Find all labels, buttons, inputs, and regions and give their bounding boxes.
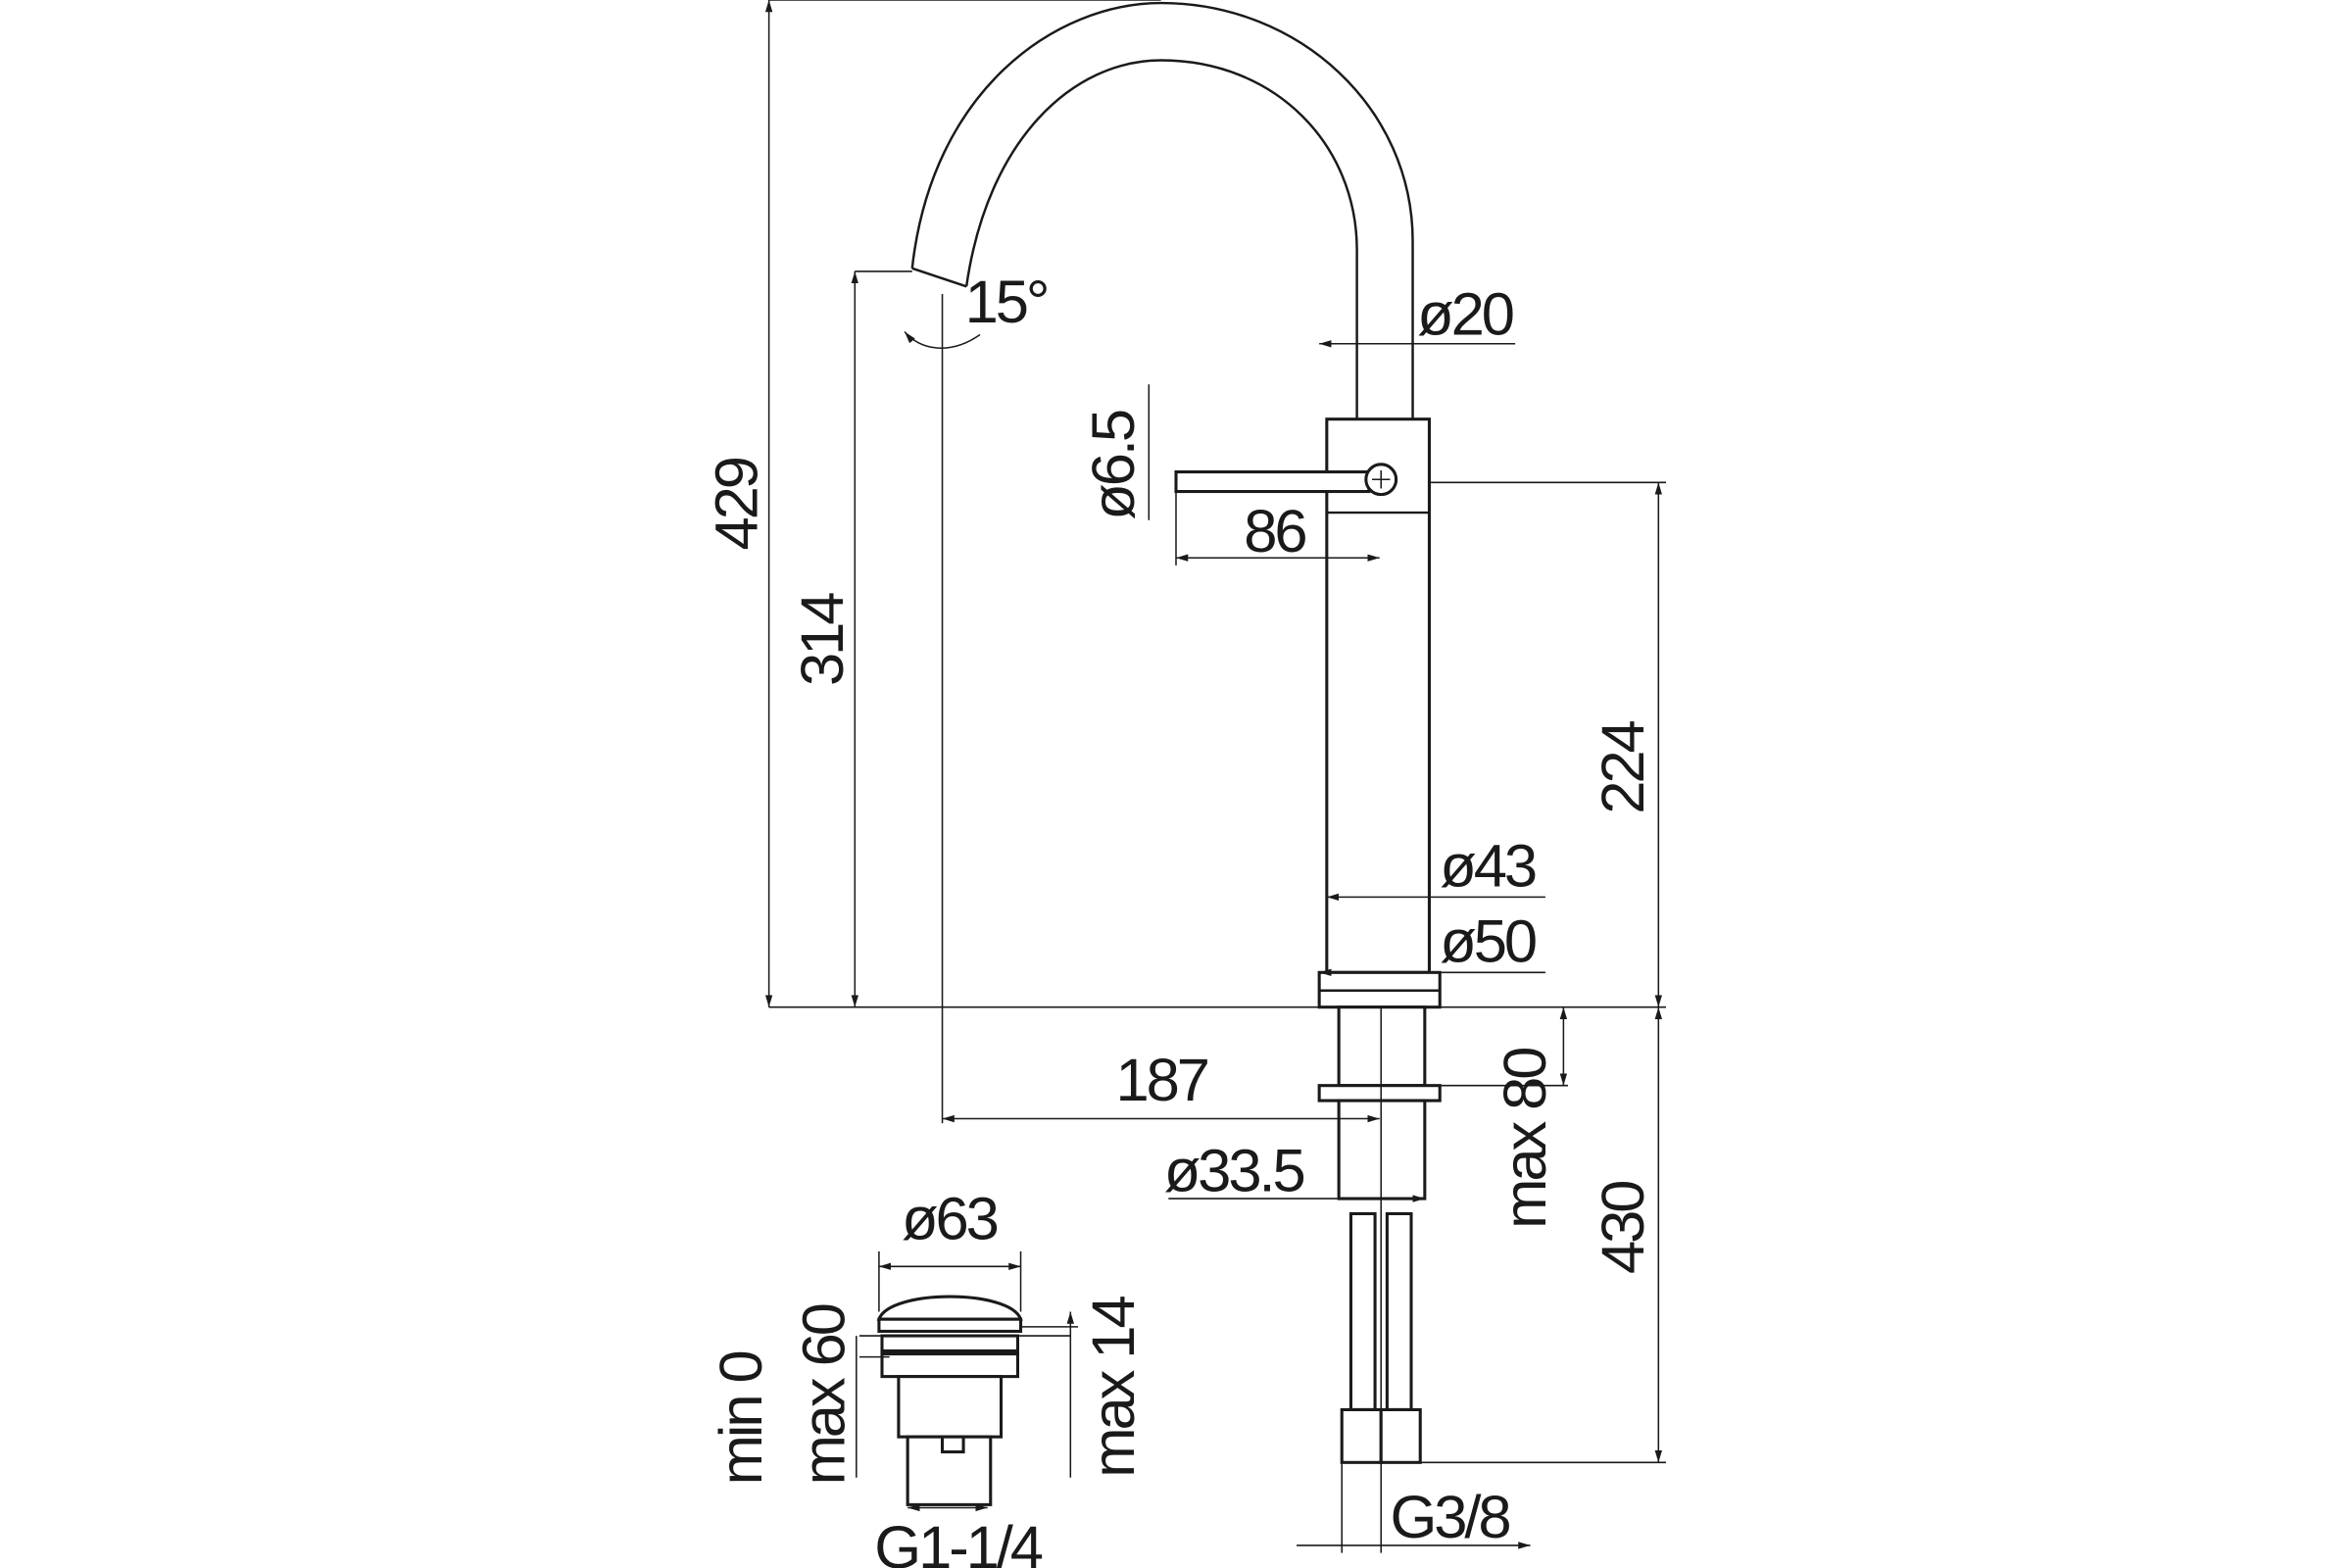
dim-hole-diameter: ø33.5 — [1164, 1137, 1304, 1204]
waste-max14-label: max 14 — [1080, 1297, 1148, 1478]
dim-lever-diameter: ø6.5 — [1080, 411, 1148, 520]
dim-total-height: 429 — [703, 458, 770, 550]
waste-min-label: min 0 — [708, 1351, 775, 1485]
flex-hose-left — [1348, 1211, 1377, 1411]
fixing-washer — [1317, 1084, 1442, 1102]
lever-handle — [1174, 470, 1371, 494]
waste-cap-diameter: ø63 — [902, 1186, 998, 1253]
dim-lever-length: 86 — [1244, 498, 1305, 565]
dim-body-diameter: ø43 — [1440, 833, 1536, 901]
flex-hose-right — [1385, 1211, 1413, 1411]
dim-spout-angle: 15° — [965, 269, 1048, 336]
dim-base-diameter: ø50 — [1440, 908, 1536, 976]
dim-lever-height: 224 — [1590, 720, 1657, 813]
dim-spout-diameter: ø20 — [1417, 281, 1513, 349]
dim-max-deck: max 80 — [1492, 1049, 1559, 1229]
dim-spout-reach: 187 — [1115, 1047, 1207, 1114]
faucet — [910, 1, 1442, 1464]
click-clack-waste — [876, 1295, 1023, 1506]
spout-inner — [964, 59, 1358, 419]
spout-outer — [910, 1, 1414, 419]
dim-spout-outlet-height: 314 — [789, 593, 857, 686]
dim-hose-connection: G3/8 — [1390, 1484, 1509, 1551]
waste-thread: G1-1/4 — [874, 1514, 1042, 1568]
waste-max60-label: max 60 — [791, 1304, 858, 1485]
mixer-body — [1325, 417, 1431, 974]
dim-hose-length: 430 — [1590, 1182, 1657, 1274]
